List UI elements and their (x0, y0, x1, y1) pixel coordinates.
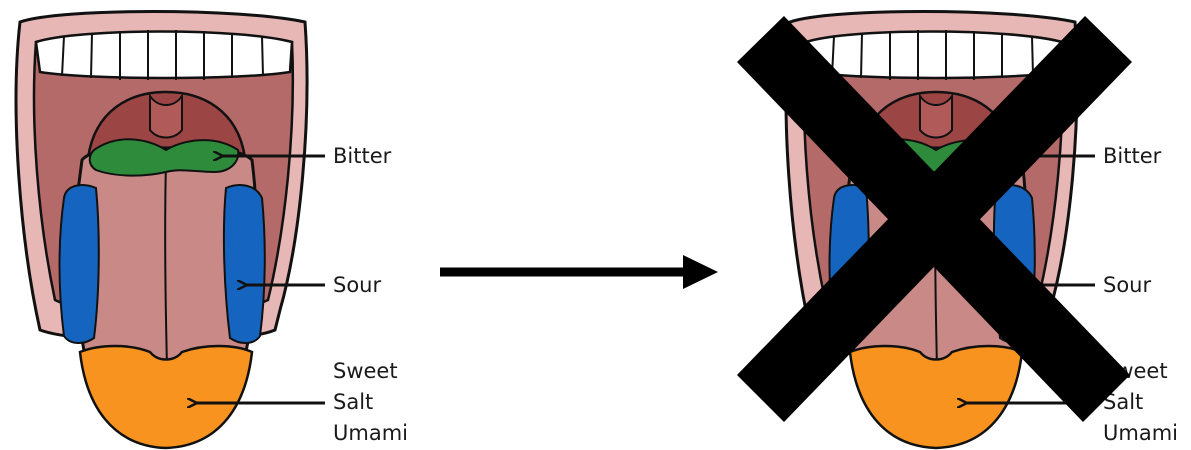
right-tongue-map: Bitter Sour Sweet Salt Umami (737, 10, 1178, 450)
sweet-label: Sweet (333, 359, 398, 383)
sour-label: Sour (1103, 273, 1151, 297)
tongue-illustration (14, 10, 309, 450)
cross-out-mark (737, 16, 1132, 422)
sour-label: Sour (333, 273, 381, 297)
bitter-label: Bitter (333, 144, 392, 168)
left-tongue-map: Bitter Sour Sweet Salt Umami (14, 10, 408, 450)
umami-label: Umami (1103, 421, 1178, 445)
umami-label: Umami (333, 421, 408, 445)
bitter-label: Bitter (1103, 144, 1162, 168)
transition-arrow (440, 255, 718, 289)
salt-label: Salt (333, 390, 373, 414)
